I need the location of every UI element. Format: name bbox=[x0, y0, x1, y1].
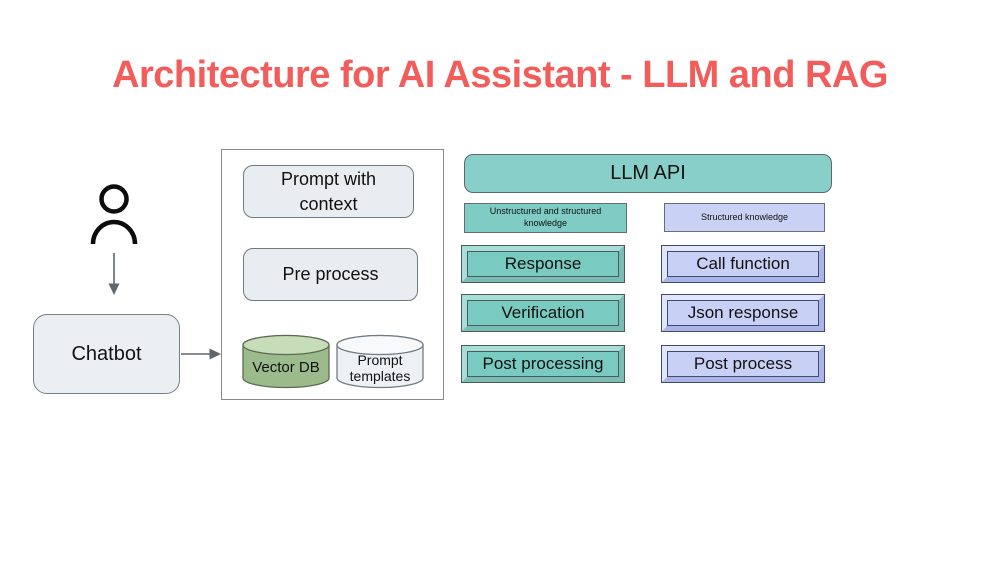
post-process-label: Post process bbox=[667, 351, 819, 377]
structured-knowledge-header: Structured knowledge bbox=[664, 203, 825, 232]
vector-db-node: Vector DB bbox=[242, 334, 330, 389]
prompt-templates-node: Prompt templates bbox=[336, 334, 424, 389]
prompt-with-context-node: Prompt with context bbox=[243, 165, 414, 218]
unstructured-knowledge-header: Unstructured and structured knowledge bbox=[464, 203, 627, 233]
bevel-frame bbox=[662, 295, 824, 331]
bevel-frame bbox=[462, 246, 624, 282]
llm-api-node: LLM API bbox=[464, 154, 832, 193]
bevel-frame bbox=[662, 346, 824, 382]
pipeline-group: Prompt with context Pre process Vector D… bbox=[221, 149, 444, 400]
chatbot-node: Chatbot bbox=[33, 314, 180, 394]
person-icon bbox=[90, 184, 138, 245]
response-label: Response bbox=[467, 251, 619, 277]
diagram-title: Architecture for AI Assistant - LLM and … bbox=[112, 54, 888, 96]
post-processing-label: Post processing bbox=[467, 351, 619, 377]
verification-node: Verification bbox=[461, 294, 625, 332]
pre-process-node: Pre process bbox=[243, 248, 418, 301]
structured-knowledge-label: Structured knowledge bbox=[700, 211, 789, 222]
prompt-templates-label: Prompt templates bbox=[349, 351, 411, 384]
json-response-node: Json response bbox=[661, 294, 825, 332]
verification-label: Verification bbox=[467, 300, 619, 326]
bevel-frame bbox=[462, 295, 624, 331]
chatbot-label: Chatbot bbox=[71, 342, 142, 365]
vector-db-label: Vector DB bbox=[252, 359, 320, 377]
database-cylinder-icon bbox=[242, 334, 330, 389]
pre-process-label: Pre process bbox=[282, 264, 379, 285]
prompt-with-context-label: Prompt with context bbox=[280, 169, 377, 214]
arrow-chatbot-to-pipeline-icon bbox=[181, 348, 221, 360]
bevel-frame bbox=[462, 346, 624, 382]
bevel-frame bbox=[662, 246, 824, 282]
json-response-label: Json response bbox=[667, 300, 819, 326]
call-function-node: Call function bbox=[661, 245, 825, 283]
database-cylinder-icon bbox=[336, 334, 424, 389]
post-process-node: Post process bbox=[661, 345, 825, 383]
call-function-label: Call function bbox=[667, 251, 819, 277]
unstructured-knowledge-label: Unstructured and structured knowledge bbox=[489, 206, 602, 228]
llm-api-label: LLM API bbox=[610, 162, 686, 184]
arrow-user-to-chatbot-icon bbox=[108, 253, 120, 295]
response-node: Response bbox=[461, 245, 625, 283]
post-processing-node: Post processing bbox=[461, 345, 625, 383]
